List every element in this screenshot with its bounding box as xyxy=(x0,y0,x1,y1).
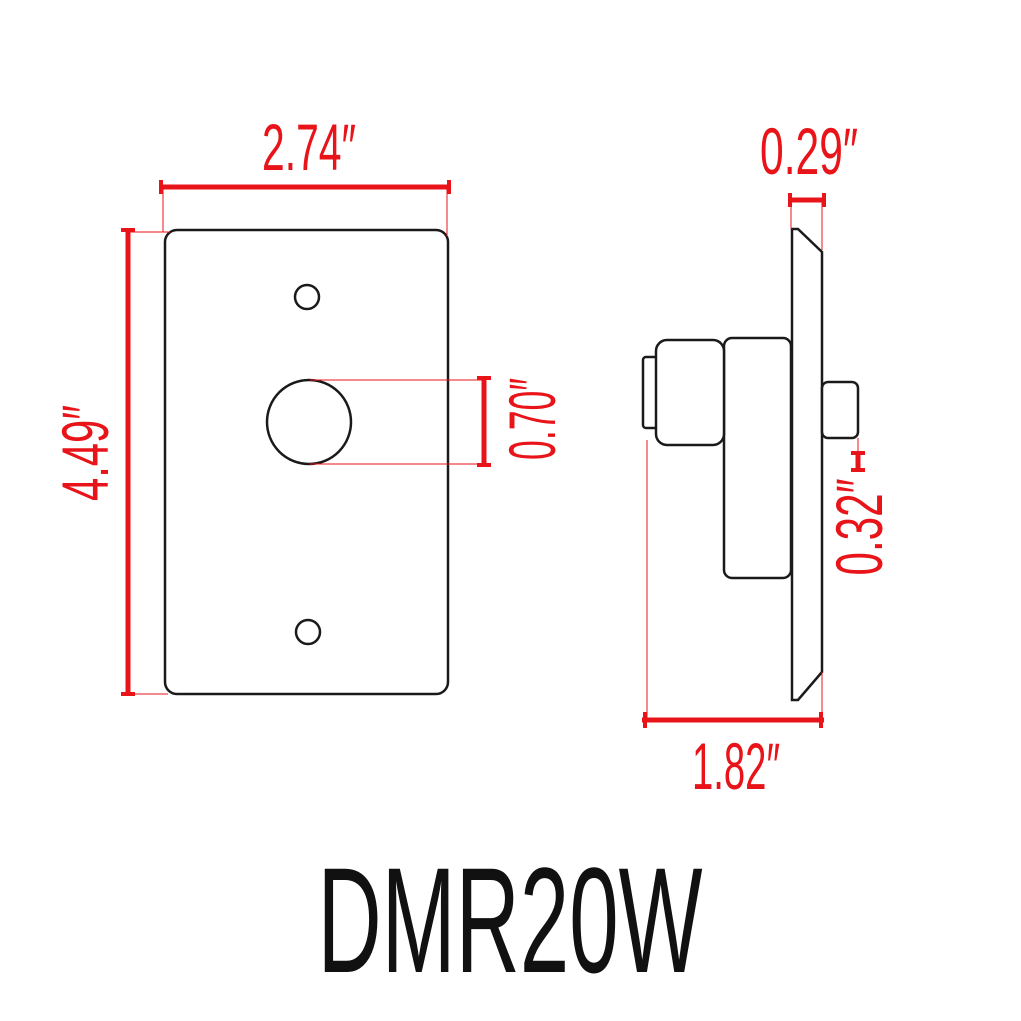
overall-depth-label: 1.82″ xyxy=(692,729,780,803)
side-view xyxy=(641,227,860,702)
rear-stub xyxy=(820,380,860,440)
dimmer-body xyxy=(722,336,793,580)
plate-thickness-dimension: 0.29″ xyxy=(760,114,858,250)
plate-thickness-label: 0.29″ xyxy=(760,114,858,188)
knob-hole-label: 0.70″ xyxy=(495,378,569,460)
knob-side xyxy=(654,338,726,447)
plate-height-dimension: 4.49″ xyxy=(48,228,170,696)
plate-width-label: 2.74″ xyxy=(262,110,356,184)
rear-stub-label: 0.32″ xyxy=(822,479,896,576)
knob-hole-dimension: 0.70″ xyxy=(310,376,569,467)
top-screw-hole xyxy=(293,283,321,311)
overall-depth-dimension: 1.82″ xyxy=(642,440,824,803)
knob-hole xyxy=(265,378,353,466)
plate-width-dimension: 2.74″ xyxy=(159,110,451,236)
bottom-screw-hole xyxy=(294,618,322,646)
plate-height-label: 4.49″ xyxy=(48,405,122,501)
model-title: DMR20W xyxy=(318,836,703,1004)
rear-stub-dimension: 0.32″ xyxy=(822,438,896,576)
front-view xyxy=(163,228,450,696)
wall-plate-side xyxy=(790,227,824,702)
